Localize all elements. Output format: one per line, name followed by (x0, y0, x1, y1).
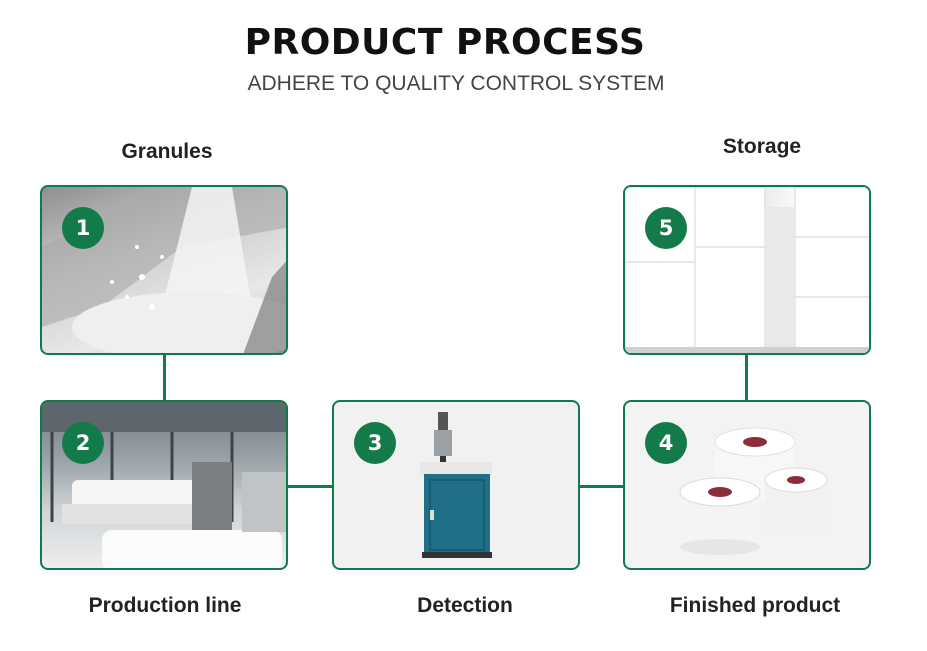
production-line-image (42, 402, 286, 568)
connector-4-5 (745, 355, 748, 401)
step-4-label: Finished product (669, 594, 841, 617)
step-4-card: 4 (623, 400, 871, 570)
detection-machine-image (420, 412, 492, 558)
page-subtitle: ADHERE TO QUALITY CONTROL SYSTEM (247, 72, 665, 95)
step-2-badge: 2 (62, 422, 104, 464)
step-5-card: 5 (623, 185, 871, 355)
step-2-card: 2 (40, 400, 288, 570)
step-1-card: 1 (40, 185, 288, 355)
step-2-label: Production line (88, 594, 242, 617)
connector-2-3 (288, 485, 332, 488)
step-3-card: 3 (332, 400, 580, 570)
connector-3-4 (580, 485, 623, 488)
step-1-badge: 1 (62, 207, 104, 249)
step-5-badge: 5 (645, 207, 687, 249)
storage-rolls-image (625, 187, 869, 353)
finished-rolls-image (679, 427, 828, 555)
step-3-label: Detection (417, 594, 513, 617)
step-4-badge: 4 (645, 422, 687, 464)
page-title: PRODUCT PROCESS (244, 22, 646, 63)
connector-1-2 (163, 355, 166, 401)
step-3-badge: 3 (354, 422, 396, 464)
step-1-label: Granules (121, 140, 213, 163)
step-5-label: Storage (722, 135, 802, 158)
